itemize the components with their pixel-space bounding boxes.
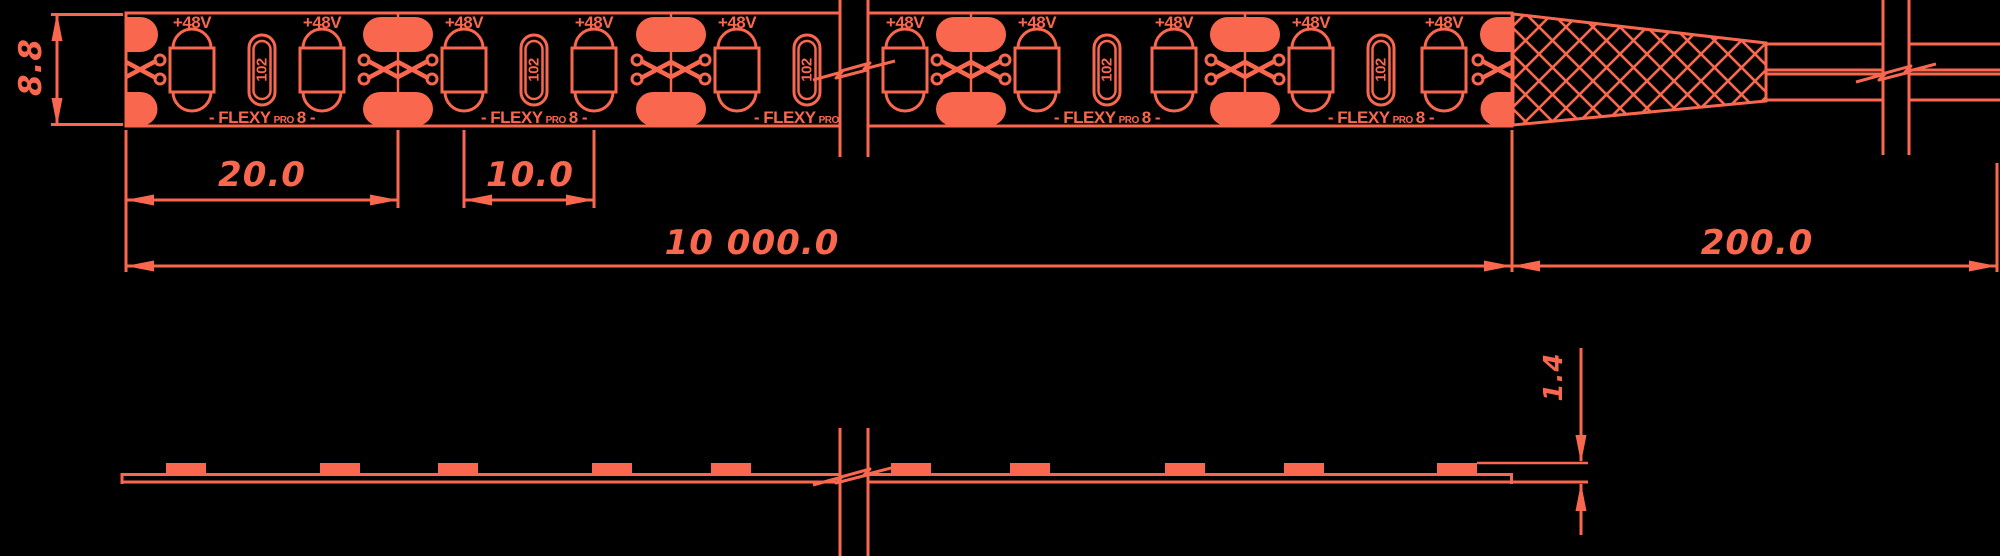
voltage-label: +48V (172, 13, 212, 32)
brand-suffix: 8 - (841, 108, 861, 127)
brand-suffix: 8 - (1415, 108, 1435, 127)
resistor-code-label: 102 (1098, 58, 1116, 82)
voltage-label: +48V (1291, 13, 1331, 32)
brand-sub: PRO (545, 115, 567, 126)
dim-strip-length-label: 10 000.0 (664, 223, 840, 263)
dim-strip-width-label: 8.8 (13, 38, 49, 96)
voltage-label: +48V (574, 13, 614, 32)
resistor-code-label: 102 (525, 58, 543, 82)
brand-suffix: 8 - (1141, 108, 1161, 127)
brand-name: - FLEXY (208, 108, 271, 127)
brand-name: - FLEXY (753, 108, 816, 127)
dim-wire-length-label: 200.0 (1700, 223, 1814, 263)
brand-sub: PRO (1118, 115, 1140, 126)
resistor-code-label: 102 (798, 58, 816, 82)
voltage-label: +48V (1154, 13, 1194, 32)
brand-name: - FLEXY (1327, 108, 1390, 127)
voltage-label: +48V (885, 13, 925, 32)
brand-name: - FLEXY (1053, 108, 1116, 127)
voltage-label: +48V (302, 13, 342, 32)
brand-sub: PRO (818, 115, 840, 126)
dim-strip-thickness-label: 1.4 (1539, 352, 1569, 402)
resistor-code-label: 102 (1372, 58, 1390, 82)
voltage-label: +48V (1017, 13, 1057, 32)
voltage-label: +48V (1424, 13, 1464, 32)
brand-sub: PRO (273, 115, 295, 126)
dim-cut-segment-label: 20.0 (218, 155, 306, 195)
brand-suffix: 8 - (296, 108, 316, 127)
dim-led-pitch-label: 10.0 (486, 155, 574, 195)
brand-sub: PRO (1392, 115, 1414, 126)
brand-suffix: 8 - (568, 108, 588, 127)
resistor-code-label: 102 (253, 58, 271, 82)
voltage-label: +48V (717, 13, 757, 32)
voltage-label: +48V (444, 13, 484, 32)
brand-name: - FLEXY (480, 108, 543, 127)
